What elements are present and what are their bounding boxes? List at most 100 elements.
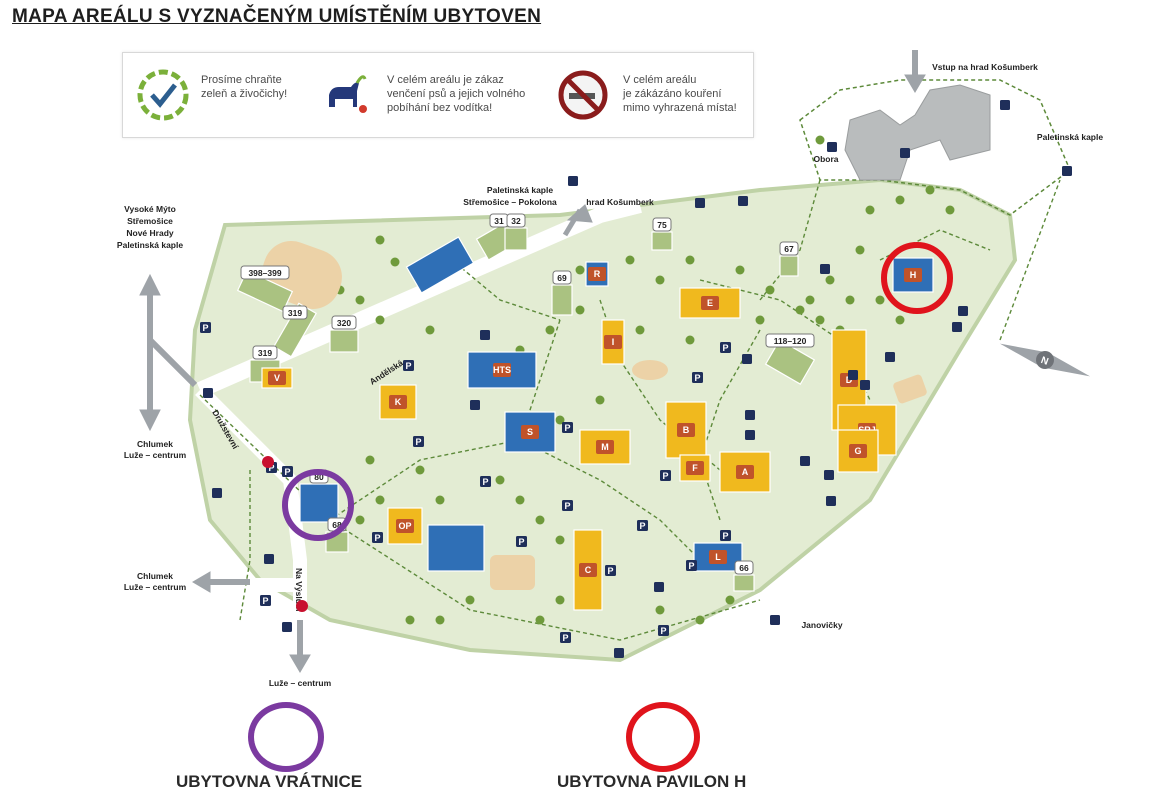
building-a: A	[719, 451, 771, 493]
facility-icon	[824, 470, 834, 480]
facility-icon	[1000, 100, 1010, 110]
tree	[655, 605, 665, 615]
tree	[655, 275, 665, 285]
legend-label-pavilon-h: UBYTOVNA PAVILON H	[557, 772, 747, 791]
legend-label-vratnice: UBYTOVNA VRÁTNICE	[176, 772, 363, 791]
building-g: G	[837, 429, 879, 473]
tree	[685, 255, 695, 265]
building-letter-label: R	[594, 269, 601, 279]
parking-icon: P	[560, 632, 571, 643]
tree	[855, 245, 865, 255]
castle-kosumberk	[844, 84, 991, 181]
building-number-label: 67	[784, 244, 794, 254]
svg-text:P: P	[268, 463, 274, 473]
building-number-label: 31	[494, 216, 504, 226]
svg-text:P: P	[374, 533, 380, 543]
no-smoking-icon	[558, 70, 608, 120]
tree	[815, 135, 825, 145]
legend-circle-vratnice	[248, 702, 324, 772]
facility-icon	[745, 410, 755, 420]
building-number-label: 68	[332, 520, 342, 530]
building-letter-label: HTS	[493, 365, 511, 375]
tree	[555, 415, 565, 425]
tree	[555, 595, 565, 605]
svg-text:P: P	[564, 501, 570, 511]
label-janovicky: Janovičky	[801, 620, 842, 630]
tree	[625, 255, 635, 265]
parking-icon: P	[403, 360, 414, 371]
tree	[815, 315, 825, 325]
facility-icon	[738, 196, 748, 206]
label-chlumek-2: Chlumek	[137, 571, 173, 581]
building-letter-label: E	[707, 298, 713, 308]
facility-icon	[827, 142, 837, 152]
tree	[925, 185, 935, 195]
tree	[375, 495, 385, 505]
parking-icon: P	[480, 476, 491, 487]
facility-icon	[282, 622, 292, 632]
svg-text:P: P	[562, 633, 568, 643]
tree	[755, 315, 765, 325]
building-b: B	[665, 401, 707, 459]
label-vstup-hrad: Vstup na hrad Košumberk	[932, 62, 1038, 72]
building-op: OP	[387, 507, 423, 545]
building-s: S	[504, 411, 556, 453]
parking-icon: P	[720, 530, 731, 541]
facility-icon	[770, 615, 780, 625]
tree	[595, 395, 605, 405]
building-letter-label: D	[846, 375, 853, 385]
label-stremosice: Střemošice	[127, 216, 173, 226]
tree	[805, 295, 815, 305]
tree	[365, 455, 375, 465]
tree	[635, 325, 645, 335]
svg-text:P: P	[639, 521, 645, 531]
parking-icon: P	[605, 565, 616, 576]
parking-icon: P	[686, 560, 697, 571]
svg-text:P: P	[662, 471, 668, 481]
building-e: E	[679, 287, 741, 319]
svg-text:P: P	[405, 361, 411, 371]
parking-icon: P	[260, 595, 271, 606]
label-vysoke-myto: Vysoké Mýto	[124, 204, 176, 214]
building-letter-label: H	[910, 270, 917, 280]
tree	[535, 515, 545, 525]
label-luze-2: Luže – centrum	[124, 582, 187, 592]
building-c: C	[573, 529, 603, 611]
tree	[390, 257, 400, 267]
building-75: 75	[651, 217, 673, 251]
tree	[945, 205, 955, 215]
tree	[355, 295, 365, 305]
tree	[355, 515, 365, 525]
tree	[375, 315, 385, 325]
building-letter-label: I	[612, 337, 615, 347]
tree	[435, 495, 445, 505]
direction-arrows	[139, 50, 926, 673]
tree	[765, 285, 775, 295]
tree	[375, 235, 385, 245]
facility-icon	[742, 354, 752, 364]
building-320: 320	[329, 315, 359, 353]
tree	[575, 265, 585, 275]
svg-text:P: P	[262, 596, 268, 606]
parking-icon: P	[660, 470, 671, 481]
svg-text:P: P	[694, 373, 700, 383]
facility-icon	[860, 380, 870, 390]
building-k: K	[379, 384, 417, 420]
tree	[735, 265, 745, 275]
trees	[335, 135, 955, 625]
tree	[865, 205, 875, 215]
facility-icon	[470, 400, 480, 410]
facility-icon	[900, 148, 910, 158]
building-number-label: 118–120	[774, 336, 807, 346]
tree	[575, 305, 585, 315]
facility-icon	[952, 322, 962, 332]
tree	[795, 305, 805, 315]
label-paletinska-top: Paletinská kaple	[487, 185, 553, 195]
svg-text:P: P	[564, 423, 570, 433]
building-letter-label: OP	[398, 521, 411, 531]
label-obora: Obora	[813, 154, 838, 164]
building-letter-label: G	[854, 446, 861, 456]
